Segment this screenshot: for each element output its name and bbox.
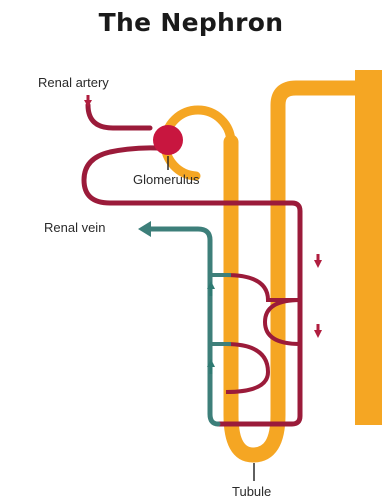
- renal-artery-label: Renal artery: [38, 75, 109, 90]
- renal-artery-vessel: [88, 105, 150, 128]
- glomerulus: [153, 125, 183, 155]
- renal-vein-vessel: [150, 229, 218, 424]
- artery-flow-arrow-top: [84, 95, 92, 107]
- glomerulus-label: Glomerulus: [133, 172, 199, 187]
- artery-flow-arrow-2: [314, 324, 322, 338]
- tubule-label: Tubule: [232, 484, 271, 499]
- tubule-path: [231, 88, 355, 455]
- renal-vein-label: Renal vein: [44, 220, 105, 235]
- efferent-arteriole: [84, 148, 300, 424]
- artery-flow-arrow-1: [314, 254, 322, 268]
- collecting-duct: [355, 70, 382, 425]
- renal-vein-arrowhead: [138, 221, 151, 237]
